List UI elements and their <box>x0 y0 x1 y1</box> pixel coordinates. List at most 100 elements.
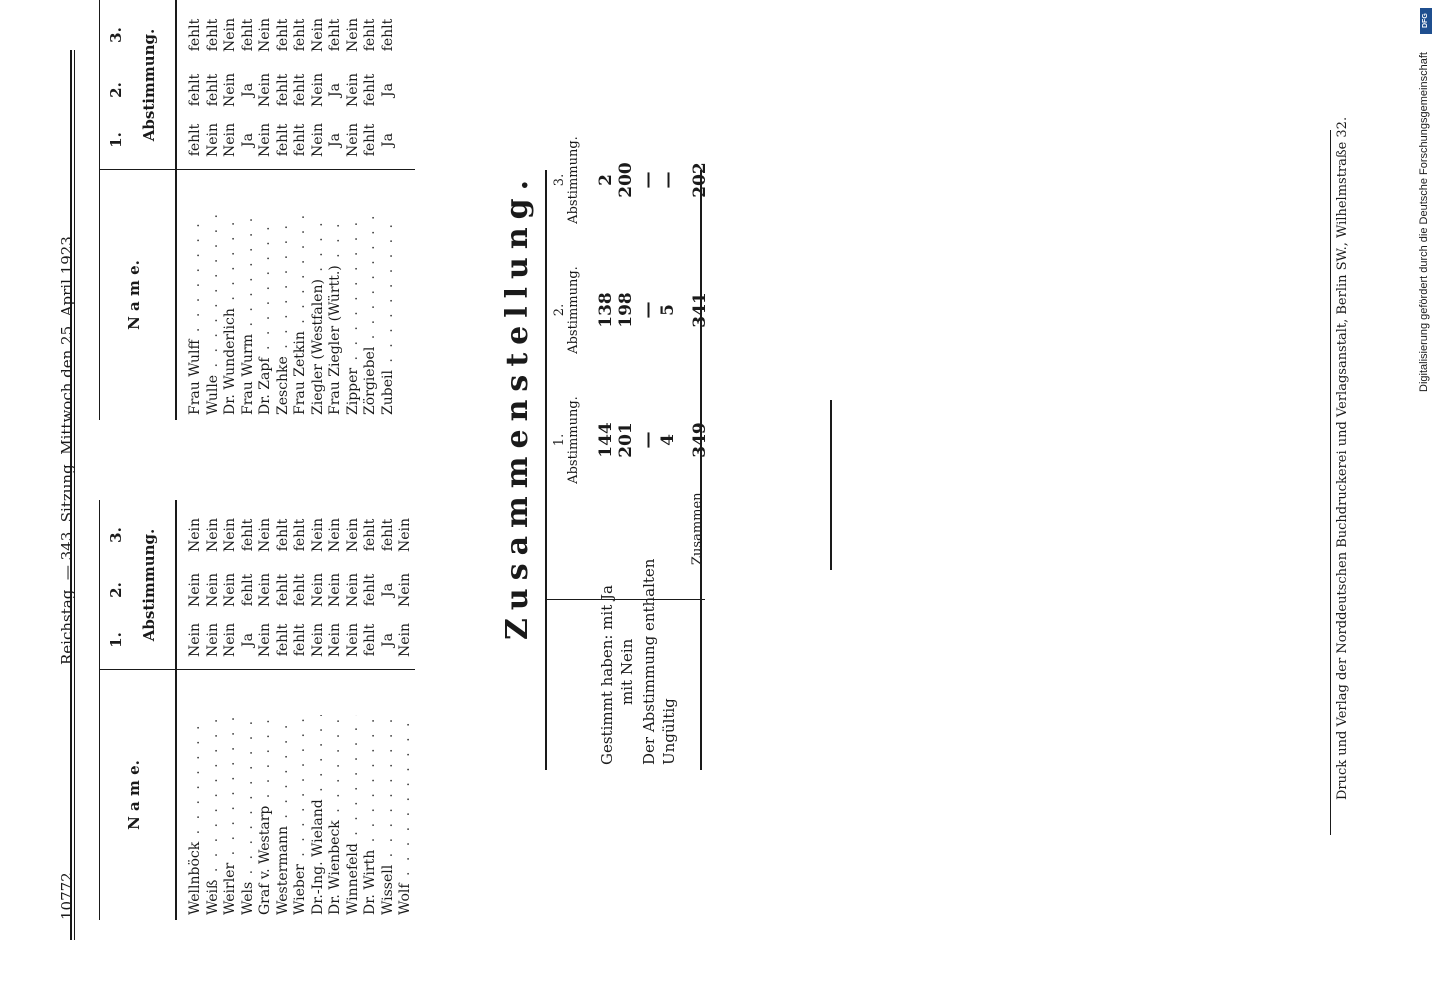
summary-cell-3: 2 <box>596 174 616 186</box>
summary-cell-1: — <box>638 431 658 449</box>
vote-cell-3: Nein <box>397 517 413 553</box>
summary-total-2: 341 <box>690 292 710 328</box>
vote-cell-2: Nein <box>397 572 413 608</box>
summary-col3-header: 3. Abstimmung. <box>552 136 581 224</box>
member-name: Frau Ziegler (Württ.) . . . . . . . . . … <box>327 215 343 415</box>
summary-total-1: 349 <box>690 422 710 458</box>
vote-cell-3: fehlt <box>239 18 256 52</box>
digitization-note: Digitalisierung gefördert durch die Deut… <box>1418 52 1430 392</box>
vote-cell-2: fehlt <box>274 573 291 607</box>
vote-cell-2: Nein <box>187 572 203 608</box>
table-row: Dr.-Ing. Wieland . . . . . . . . . . . .… <box>310 500 326 920</box>
vote-cell-3: Nein <box>187 517 203 553</box>
vote-cell-2: fehlt <box>239 573 256 607</box>
table-row: Frau Wurm . . . . . . . . . . . . . . . … <box>240 0 256 420</box>
vote-cell-2: Nein <box>344 572 361 608</box>
vote-cell-2: fehlt <box>292 73 308 107</box>
member-name: Weiß . . . . . . . . . . . . . . . . <box>204 715 221 915</box>
member-name: Frau Wurm . . . . . . . . . . . . . . . … <box>239 215 256 415</box>
vote-cell-1: Ja <box>239 133 256 147</box>
member-name: Zipper . . . . . . . . . . . . . . . . <box>344 215 361 415</box>
vote-cell-3: fehlt <box>292 18 308 52</box>
summary-row-label: mit Nein <box>618 638 636 705</box>
summary-cell-1: 201 <box>616 422 636 458</box>
vote-column-header: Abstimmung. <box>140 28 158 142</box>
vote-cell-1: Nein <box>257 122 273 158</box>
vote-cell-2: fehlt <box>274 73 291 107</box>
summary-row-label: Der Abstimmung enthalten <box>640 558 658 765</box>
member-name: Zeschke . . . . . . . . . . . . . . . . <box>274 215 291 415</box>
table-row: Wolf . . . . . . . . . . . . . . . . Nein… <box>397 500 413 920</box>
table-row: Wulle . . . . . . . . . . . . . . . .Nei… <box>205 0 221 420</box>
summary-row-label: Gestimmt haben: mit Ja <box>598 585 616 765</box>
summary-cell-3: — <box>658 171 678 189</box>
vote-cell-3: Nein <box>327 517 343 553</box>
table-row: Frau Ziegler (Württ.) . . . . . . . . . … <box>327 0 343 420</box>
summary-cell-2: 198 <box>616 292 636 328</box>
table-row: Wellnböck . . . . . . . . . . . . . . . … <box>187 500 203 920</box>
vote-cell-1: Ja <box>239 633 256 647</box>
member-name: Dr. Wunderlich . . . . . . . . . . . . .… <box>222 215 238 415</box>
vote-cell-1: Nein <box>204 122 221 158</box>
table-row: Frau Wulff . . . . . . . . . . . . . . .… <box>187 0 203 420</box>
table-row: Winnefeld . . . . . . . . . . . . . . . … <box>345 500 361 920</box>
vote-cell-1: fehlt <box>292 123 308 157</box>
member-name: Dr. Wienbeck . . . . . . . . . . . . . .… <box>327 715 343 915</box>
vote-cell-2: fehlt <box>292 573 308 607</box>
summary-row-label: Ungültig <box>660 698 678 765</box>
member-name: Weirler . . . . . . . . . . . . . . . . <box>222 715 238 915</box>
name-column-header: N a m e. <box>125 760 143 830</box>
vote-cell-2: Ja <box>239 83 256 97</box>
summary-total-3: 202 <box>690 162 710 198</box>
member-name: Zörgiebel . . . . . . . . . . . . . . . … <box>362 215 378 415</box>
vote-cell-1: fehlt <box>274 623 291 657</box>
table-row: Wissell . . . . . . . . . . . . . . . .J… <box>380 500 396 920</box>
table-row: Weirler . . . . . . . . . . . . . . . . N… <box>222 500 238 920</box>
table-row: Wels . . . . . . . . . . . . . . . . Ja fe… <box>240 500 256 920</box>
header-rule <box>70 50 72 940</box>
vote-cell-3: fehlt <box>239 518 256 552</box>
vote-cell-3: Nein <box>344 517 361 553</box>
vote-cell-1: fehlt <box>274 123 291 157</box>
vote-cell-1: Nein <box>187 622 203 658</box>
vote-cell-2: Ja <box>327 83 343 97</box>
member-name: Zubeil . . . . . . . . . . . . . . . . <box>379 215 396 415</box>
summary-divider <box>545 599 705 600</box>
vote-cell-2: Nein <box>204 572 221 608</box>
member-name: Frau Wulff . . . . . . . . . . . . . . .… <box>187 215 203 415</box>
vote-number-3: 3. <box>107 527 125 543</box>
vote-cell-1: Nein <box>309 122 326 158</box>
vote-cell-3: fehlt <box>327 18 343 52</box>
vote-cell-2: Nein <box>309 572 326 608</box>
summary-cell-2: 138 <box>596 292 616 328</box>
table-row: Dr. Wunderlich . . . . . . . . . . . . .… <box>222 0 238 420</box>
vote-cell-1: fehlt <box>187 123 203 157</box>
member-name: Dr. Wirth . . . . . . . . . . . . . . . … <box>362 715 378 915</box>
vote-cell-3: fehlt <box>274 18 291 52</box>
member-name: Frau Zetkin . . . . . . . . . . . . . . … <box>292 215 308 415</box>
vote-cell-2: Nein <box>309 72 326 108</box>
vote-cell-2: fehlt <box>204 73 221 107</box>
member-name: Dr. Zapf . . . . . . . . . . . . . . . . <box>257 215 273 415</box>
member-name: Wolf . . . . . . . . . . . . . . . . <box>397 715 413 915</box>
member-name: Wels . . . . . . . . . . . . . . . . <box>239 715 256 915</box>
vote-cell-3: Nein <box>309 17 326 53</box>
vote-number-2: 2. <box>107 82 125 98</box>
member-name: Graf v. Westarp . . . . . . . . . . . . … <box>257 715 273 915</box>
vote-cell-2: fehlt <box>362 73 378 107</box>
vote-cell-3: Nein <box>222 17 238 53</box>
vote-cell-3: Nein <box>309 517 326 553</box>
vote-cell-1: Nein <box>222 122 238 158</box>
dfg-sidebar: Digitalisierung gefördert durch die Deut… <box>1418 0 1434 1000</box>
summary-cell-1: 144 <box>596 422 616 458</box>
table-row: Dr. Wirth . . . . . . . . . . . . . . . … <box>362 500 378 920</box>
vote-cell-1: Nein <box>327 622 343 658</box>
member-name: Ziegler (Westfalen) . . . . . . . . . . … <box>309 215 326 415</box>
vote-cell-1: Ja <box>327 133 343 147</box>
vote-cell-2: Nein <box>222 572 238 608</box>
vote-cell-2: Ja <box>379 583 396 597</box>
vote-table-right: N a m e. 1. 2. 3. Abstimmung. Frau Wulff… <box>75 0 415 420</box>
vote-cell-1: Ja <box>379 633 396 647</box>
table-row: Zörgiebel . . . . . . . . . . . . . . . … <box>362 0 378 420</box>
table-row: Dr. Wienbeck . . . . . . . . . . . . . .… <box>327 500 343 920</box>
